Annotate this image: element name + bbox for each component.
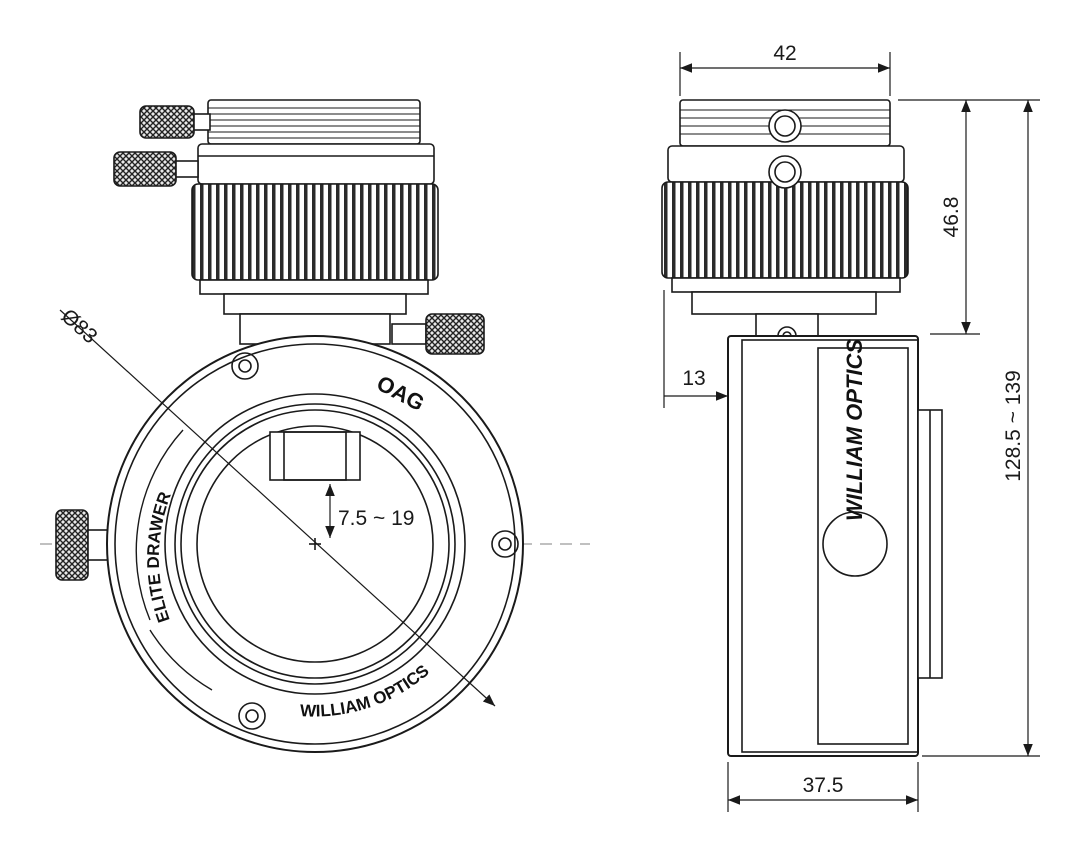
front-view [40,99,590,753]
side-brand-label: WILLIAM OPTICS [842,339,867,521]
side-drawer-body [727,335,943,757]
top-clamp-assembly [191,99,439,345]
clear-aperture [196,425,434,663]
flange-label: 13 [682,367,705,390]
thumbscrew-middle-left [113,151,199,187]
diameter-leader [59,309,496,707]
top-width-label: 42 [773,42,796,65]
side-clamp-screw-upper [768,109,802,143]
mount-screw-right [491,530,519,558]
side-view [661,52,1040,812]
thumbscrew-right [391,313,485,355]
total-height-label: 128.5 ~ 139 [1002,370,1025,482]
side-screw-knob [822,511,888,577]
body-width-label: 37.5 [803,774,844,797]
height-top-label: 46.8 [940,197,963,238]
mount-screw-bottom [238,702,266,730]
engraved-ring [164,393,466,695]
pickoff-prism [269,431,361,481]
thumbscrew-upper-left [139,105,211,139]
offset-label: 7.5 ~ 19 [338,507,414,530]
mount-screw-top [231,352,259,380]
side-dimensions [663,52,1040,812]
thumbscrew-left-side [55,509,111,581]
side-clamp-screw-lower [768,155,802,189]
